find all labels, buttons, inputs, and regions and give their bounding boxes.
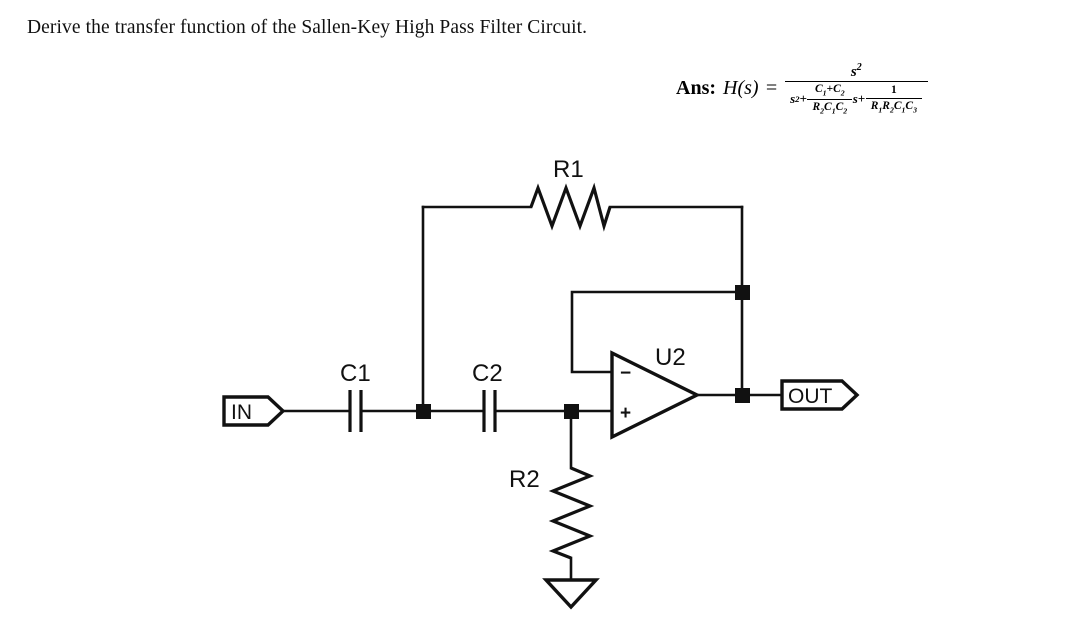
constant-numerator: 1 — [890, 84, 897, 97]
output-port-label: OUT — [788, 385, 833, 408]
answer-label: Ans: — [676, 77, 717, 100]
damping-den-c1: C — [824, 100, 832, 113]
damping-num-c1: C — [814, 83, 823, 96]
opamp-u2-body — [610, 350, 701, 440]
denominator-s: s — [790, 91, 796, 107]
constant-den-c3: C — [905, 99, 914, 112]
input-port-shape — [222, 395, 286, 427]
input-port-label: IN — [231, 401, 252, 424]
junction-node-feedback-top — [735, 285, 750, 300]
resistor-r2-label: R2 — [509, 466, 540, 493]
numerator-exponent: 2 — [856, 62, 862, 73]
damping-den-c1-sub: 1 — [831, 106, 836, 116]
transfer-function-name: H(s) — [723, 77, 759, 100]
denominator-plus-2: + — [857, 91, 866, 107]
opamp-inverting-input-sign: − — [620, 363, 631, 384]
constant-den-r2: R — [882, 99, 890, 112]
constant-den-c1: C — [893, 99, 902, 112]
damping-den-r2: R — [812, 100, 821, 113]
capacitor-c1-label: C1 — [340, 360, 371, 387]
damping-den-r2-sub: 2 — [820, 106, 825, 116]
damping-den-c2: C — [835, 100, 844, 113]
denominator-s-exponent: 2 — [795, 93, 800, 104]
constant-denominator: R1R2C1C3 — [865, 97, 922, 115]
constant-den-c1-sub: 1 — [901, 105, 906, 115]
opamp-noninverting-input-sign: + — [620, 403, 631, 424]
equals-sign: = — [764, 77, 779, 100]
fraction-numerator: s2 — [846, 62, 867, 81]
damping-num-c1-sub: 1 — [822, 88, 827, 98]
damping-num-c2: C — [833, 83, 841, 96]
resistor-r1-label: R1 — [553, 156, 584, 183]
resistor-r2-body — [548, 466, 595, 560]
constant-den-c3-sub: 3 — [913, 105, 917, 115]
wire-inverting-feedback — [570, 290, 744, 374]
prompt-text: Derive the transfer function of the Sall… — [27, 17, 588, 38]
constant-den-r1-sub: 1 — [878, 105, 883, 115]
output-port-shape — [780, 379, 860, 411]
junction-node-c1-c2 — [416, 404, 431, 419]
capacitor-c2-label: C2 — [472, 360, 503, 387]
resistor-r1-body — [529, 182, 612, 232]
damping-den-c2-sub: 2 — [843, 106, 848, 116]
numerator-s: s — [850, 64, 857, 80]
junction-node-output — [735, 388, 750, 403]
damping-num-plus: + — [826, 83, 834, 96]
denominator-plus-1: + — [799, 91, 807, 107]
damping-denominator: R2C1C2 — [807, 98, 853, 116]
junction-node-noninverting — [564, 404, 579, 419]
constant-den-r2-sub: 2 — [889, 105, 894, 115]
constant-den-r1: R — [870, 99, 879, 112]
damping-num-c2-sub: 2 — [840, 88, 845, 98]
opamp-u2-label: U2 — [655, 344, 686, 371]
damping-s-variable: s — [852, 91, 858, 107]
damping-numerator: C1+C2 — [810, 83, 850, 99]
ground-symbol — [542, 578, 600, 610]
